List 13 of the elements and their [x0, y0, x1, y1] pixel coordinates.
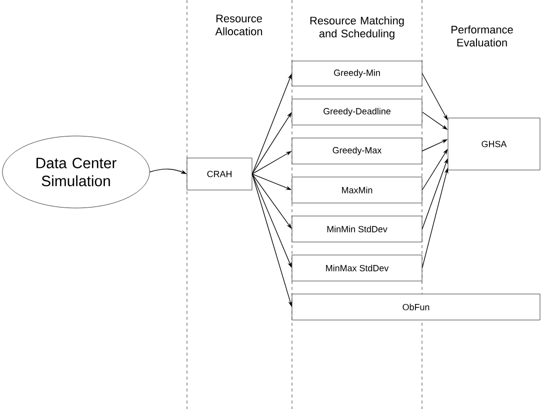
process-box: MaxMin [292, 176, 422, 204]
process-box: Greedy-Deadline [292, 98, 422, 126]
column-heading: Resource Allocation [215, 14, 262, 36]
column-heading: Resource Matching and Scheduling [310, 16, 404, 40]
process-box: MinMax StdDev [292, 254, 422, 282]
column-heading: Performance Evaluation [452, 26, 513, 46]
process-box: Greedy-Max [292, 138, 422, 164]
ellipse-node: Data Center Simulation [2, 136, 150, 208]
process-box: ObFun [292, 294, 540, 320]
process-box: GHSA [448, 118, 540, 170]
process-box: MinMin StdDev [292, 216, 422, 242]
process-box: CRAH [186, 158, 252, 190]
process-box: Greedy-Min [292, 60, 422, 86]
